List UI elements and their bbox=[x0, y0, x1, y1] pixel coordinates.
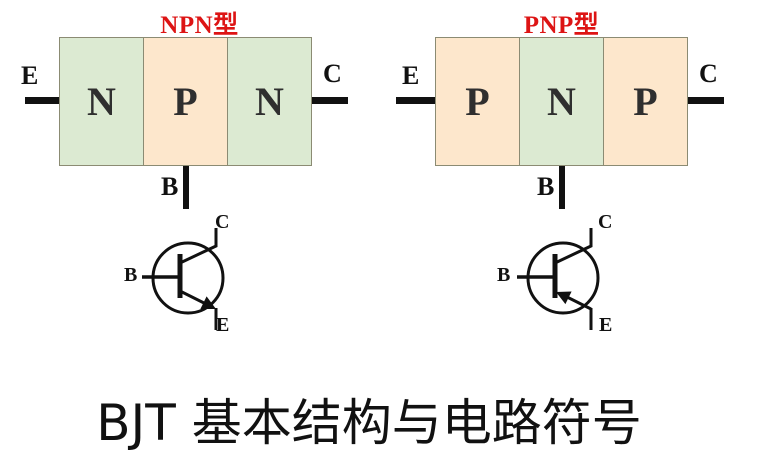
pnp-base-region: N bbox=[519, 38, 603, 165]
npn-emitter-lead-line bbox=[25, 97, 59, 104]
npn-symbol-emitter-arrow-out-icon bbox=[200, 296, 216, 309]
npn-symbol-emitter-label: E bbox=[216, 314, 230, 336]
npn-circuit-symbol: B C E bbox=[120, 208, 250, 340]
npn-base-lead-line bbox=[183, 166, 189, 209]
pnp-symbol-emitter-label: E bbox=[599, 314, 613, 336]
npn-type-title: NPN型 bbox=[160, 12, 239, 39]
npn-structure-box: N P N bbox=[59, 37, 312, 166]
pnp-collector-terminal-label: C bbox=[699, 59, 718, 88]
pnp-symbol-emitter-line bbox=[564, 294, 592, 311]
npn-collector-terminal-label: C bbox=[323, 59, 342, 88]
npn-symbol-base-label: B bbox=[124, 264, 138, 286]
pnp-collector-lead-line bbox=[688, 97, 724, 104]
npn-symbol-emitter-line bbox=[179, 289, 209, 307]
pnp-emitter-region: P bbox=[436, 38, 519, 165]
pnp-symbol-emitter-arrow-in-icon bbox=[556, 291, 572, 305]
npn-symbol-collector-label: C bbox=[215, 211, 230, 233]
npn-emitter-region: N bbox=[60, 38, 143, 165]
npn-symbol-drawing bbox=[142, 228, 225, 330]
pnp-symbol-drawing bbox=[517, 228, 600, 330]
npn-emitter-terminal-label: E bbox=[21, 61, 39, 90]
pnp-emitter-terminal-label: E bbox=[402, 61, 420, 90]
pnp-symbol-collector-lead bbox=[554, 228, 593, 265]
pnp-base-terminal-label: B bbox=[537, 172, 555, 201]
npn-base-region: P bbox=[143, 38, 227, 165]
pnp-collector-region: P bbox=[603, 38, 687, 165]
pnp-emitter-lead-line bbox=[396, 97, 435, 104]
npn-symbol-collector-lead bbox=[179, 228, 218, 265]
npn-collector-lead-line bbox=[312, 97, 348, 104]
figure-caption: BJT 基本结构与电路符号 bbox=[96, 394, 642, 452]
pnp-base-lead-line bbox=[559, 166, 565, 209]
npn-collector-region: N bbox=[227, 38, 311, 165]
npn-base-terminal-label: B bbox=[161, 172, 179, 201]
pnp-symbol-collector-label: C bbox=[598, 211, 613, 233]
pnp-type-title: PNP型 bbox=[523, 12, 600, 39]
pnp-structure-box: P N P bbox=[435, 37, 688, 166]
pnp-circuit-symbol: B C E bbox=[495, 208, 625, 340]
pnp-symbol-base-label: B bbox=[497, 264, 511, 286]
